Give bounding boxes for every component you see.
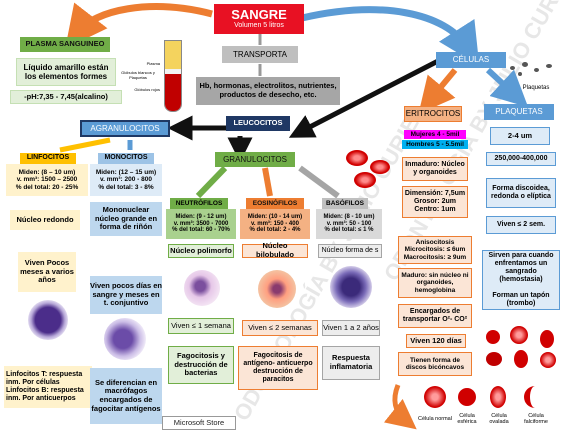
eritrocitos-forma: Tienen forma de discos bicóncavos: [398, 352, 472, 376]
arrow-sangre-plasma: [65, 2, 213, 49]
eosinofilos-vida: Viven ≤ 2 semanas: [242, 320, 318, 336]
linfocitos-title: LINFOCITOS: [20, 153, 76, 164]
red-cells-image: [486, 352, 502, 366]
monocitos-vida: Viven pocos días en sangre y meses en t.…: [90, 276, 162, 314]
neutrofilos-vida: Viven ≤ 1 semana: [168, 318, 234, 334]
arrow-cells-curve: [383, 384, 417, 430]
microsoft-store-tooltip[interactable]: Microsoft Store: [162, 416, 236, 430]
test-tube-image: [164, 40, 182, 112]
red-cells-image: [346, 150, 368, 166]
arrow-agrano-linfo: [59, 137, 111, 153]
linfocitos-nucleo: Núcleo redondo: [10, 210, 80, 230]
eritrocitos-dimension: Dimensión: 7,5um Grosor: 2um Centro: 1um: [402, 186, 468, 218]
plasma-ph: -pH:7,35 - 7,45(alcalino): [10, 90, 122, 104]
monocyte-image: [104, 318, 146, 360]
basofilos-vida: Viven 1 a 2 años: [322, 320, 380, 336]
neutrofilos-nucleo: Núcleo polimorfo: [168, 244, 234, 258]
plaquetas-title: PLAQUETAS: [484, 104, 554, 120]
monocitos-nucleo: Mononuclear núcleo grande en forma de ri…: [90, 202, 162, 236]
cell-type-label: Célula ovalada: [489, 412, 509, 425]
linfocitos-vida: Viven Pocos meses a varios años: [18, 252, 76, 292]
basofilos-nucleo: Núcleo forma de s: [318, 244, 382, 258]
cell-type-label: Célula falciforme: [524, 412, 548, 425]
tube-label-red: Glóbulos rojos: [134, 86, 160, 92]
eritrocitos-mujeres: Mujeres 4 - 5mil: [404, 130, 466, 139]
red-cells-image: [354, 172, 376, 188]
red-cells-image: [514, 350, 528, 368]
red-cells-image: [510, 326, 528, 344]
sangre-subtitle: Volumen 5 litros: [234, 22, 284, 30]
platelets-image: [506, 60, 556, 84]
eosinofilos-title: EOSINÓFILOS: [246, 198, 304, 209]
monocitos-funcion: Se diferencian en macrófagos encargados …: [90, 368, 162, 424]
lymphocyte-image: [28, 300, 68, 340]
celulas-label: CÉLULAS: [436, 52, 506, 68]
neutrophil-image: [184, 270, 220, 306]
eritrocitos-vida: Viven 120 días: [406, 334, 466, 348]
red-cells-image: [486, 330, 500, 344]
leucocitos-label: LEUCOCITOS: [226, 116, 290, 131]
red-cells-image: [370, 160, 390, 174]
neutrofilos-stats: Miden: (9 - 12 um) v. mm³: 3500 - 7000 %…: [166, 209, 236, 239]
transporta-label: TRANSPORTA: [222, 46, 298, 63]
eritrocitos-aniso: Anisocitosis Microcitosis: ≤ 6um Macroci…: [398, 236, 472, 264]
eosinophil-image: [258, 270, 296, 308]
basofilos-funcion: Respuesta inflamatoria: [322, 346, 380, 380]
plaquetas-size: 2-4 um: [490, 127, 550, 145]
basofilos-stats: Miden: (8 - 10 um) v. mm³: 50 - 100 % de…: [316, 209, 382, 239]
basofilos-title: BASÓFILOS: [322, 198, 368, 209]
eritrocitos-hombres: Hombres 5 - 5.5mil: [402, 140, 468, 149]
eosinofilos-stats: Miden: (10 - 14 um) v. mm³: 150 - 400 % …: [240, 209, 310, 239]
tube-label-cells: Glóbulos blancos y Plaquetas: [121, 70, 155, 80]
eritrocitos-encargados: Encargados de transportar O²- CO²: [398, 304, 472, 328]
plaquetas-vida: Viven ≤ 2 sem.: [486, 216, 556, 234]
arrow-sangre-celulas: [301, 6, 480, 66]
arrow-grano-baso: [298, 165, 340, 199]
neutrofilos-title: NEUTRÓFILOS: [170, 198, 228, 209]
monocitos-stats: Miden: (12 – 15 um) v. mm³: 200 - 800 % …: [90, 164, 162, 196]
arrow-grano-eosino: [262, 167, 273, 197]
red-cells-image: [540, 352, 556, 368]
neutrofilos-funcion: Fagocitosis y destrucción de bacterias: [168, 346, 234, 384]
plaquetas-funcion: Sirven para cuando enfrentamos un sangra…: [482, 250, 560, 310]
cell-normal-image: [424, 386, 446, 408]
transporta-items: Hb, hormonas, electrolitos, nutrientes, …: [196, 77, 340, 105]
monocitos-title: MONOCITOS: [98, 153, 154, 164]
arrow-celulas-eritrocitos: [418, 68, 458, 114]
plaquetas-forma: Forma discoidea, redonda o elíptica: [486, 178, 556, 208]
cell-falciforme-image: [524, 386, 546, 408]
plasma-desc: Líquido amarillo están los elementos for…: [16, 58, 116, 86]
eritrocitos-title: ERITROCITOS: [404, 106, 462, 122]
red-cells-image: [540, 330, 554, 348]
cell-esferica-image: [458, 388, 476, 406]
tube-label-plasma: Plasma: [146, 60, 160, 66]
linfocitos-stats: Miden: (8 – 10 um) v. mm³: 1500 – 2500 %…: [6, 164, 88, 196]
sangre-title: SANGRE: [231, 6, 287, 22]
eosinofilos-funcion: Fagocitosis de antígeno- anticuerpo dest…: [238, 346, 318, 390]
plasma-title: PLASMA SANGUINEO: [20, 37, 110, 52]
linfocitos-funcion: Linfocitos T: respuesta inm. Por células…: [4, 366, 92, 408]
eritrocitos-maduro: Maduro: sin núcleo ni organoides, hemogl…: [398, 268, 472, 298]
plaquetas-count: 250,000-400,000: [486, 152, 556, 166]
cell-type-label: Célula normal: [418, 415, 452, 422]
eosinofilos-nucleo: Núcleo bilobulado: [242, 242, 308, 259]
agranulocitos-label: AGRANULOCITOS: [80, 120, 170, 137]
cell-ovalada-image: [490, 386, 506, 408]
cell-type-label: Célula esférica: [457, 412, 477, 425]
basophil-image: [330, 266, 372, 308]
eritrocitos-inmaduro: Inmaduro: Núcleo y organoides: [402, 157, 468, 181]
plaquetas-img-label: Plaquetas: [522, 84, 550, 91]
granulocitos-label: GRANULOCITOS: [215, 152, 295, 167]
sangre-box: SANGRE Volumen 5 litros: [214, 4, 304, 34]
arrow-grano-neutro: [195, 165, 228, 199]
